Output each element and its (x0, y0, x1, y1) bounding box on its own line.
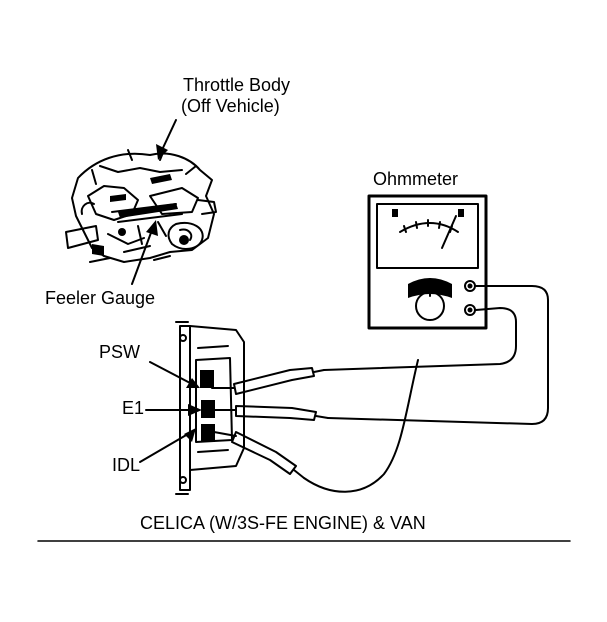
test-probe-psw (211, 367, 325, 395)
e1-terminal-label: E1 (122, 398, 145, 418)
ohmmeter-label: Ohmmeter (373, 169, 459, 189)
idl-pointer (139, 433, 189, 463)
test-probe-e1 (213, 405, 329, 421)
off-vehicle-label: (Off Vehicle) (181, 96, 280, 116)
lead-wire-psw (323, 307, 517, 371)
test-probe-idl (213, 431, 305, 479)
throttle-body-drawing (65, 149, 217, 263)
feeler-gauge-label: Feeler Gauge (45, 288, 156, 308)
psw-pointer (149, 361, 193, 385)
feeler-gauge-arrow (131, 229, 153, 285)
psw-terminal-label: PSW (99, 342, 141, 362)
throttle-body-arrow (161, 119, 177, 151)
throttle-body-label: Throttle Body (183, 75, 291, 95)
diagram-caption: CELICA (W/3S-FE ENGINE) & VAN (140, 513, 426, 533)
idl-terminal-label: IDL (112, 455, 141, 475)
lead-wire-e1 (327, 285, 549, 425)
lead-wire-idl (303, 359, 419, 493)
